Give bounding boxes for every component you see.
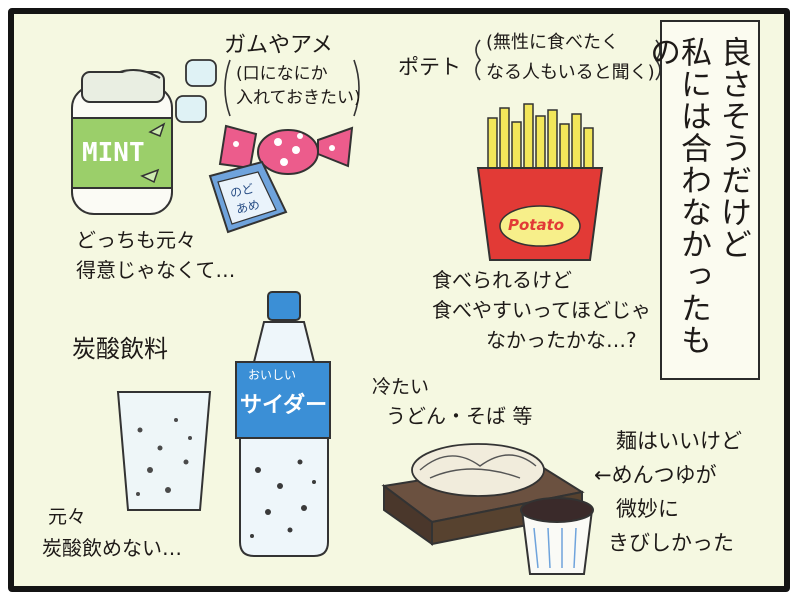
throat-candy-illustration <box>208 160 288 234</box>
noodles-heading-line-2: うどん・そば 等 <box>386 404 533 428</box>
bottle-label-line-2: サイダー <box>240 393 328 418</box>
potato-heading: ポテト <box>398 55 461 79</box>
gum-note-line-2: 入れておきたい) <box>236 88 361 108</box>
noodles-caption-line-2: ←めんつゆが <box>594 463 717 487</box>
soda-bottle-illustration <box>235 291 331 557</box>
soda-glass-illustration <box>116 391 212 511</box>
soda-caption-line-2: 炭酸飲めない… <box>42 536 182 560</box>
gum-pieces-illustration <box>175 59 217 123</box>
potato-note-line-1: (無性に食べたく <box>486 32 620 53</box>
soda-heading: 炭酸飲料 <box>72 335 168 363</box>
fries-illustration <box>476 103 604 261</box>
noodles-caption-line-4: きびしかった <box>608 531 734 555</box>
title-line-2: 私には合わなかったもの <box>644 36 711 356</box>
potato-note-bracket <box>475 39 661 81</box>
gum-note-bracket <box>224 59 360 117</box>
gum-caption-line-2: 得意じゃなくて… <box>76 258 236 282</box>
gum-caption-line-1: どっちも元々 <box>76 228 196 252</box>
bottle-label-line-1: おいしい <box>248 368 297 382</box>
soda-caption-line-1: 元々 <box>48 506 87 528</box>
noodles-caption-line-1: 麺はいいけど <box>616 429 742 453</box>
potato-caption-line-2: 食べやすいってほどじゃ <box>432 298 651 322</box>
potato-caption-line-1: 食べられるけど <box>432 268 572 292</box>
potato-caption-line-3: なかったかな…? <box>486 328 637 352</box>
mint-label: MINT <box>82 138 145 168</box>
potato-box-label: Potato <box>508 216 565 234</box>
title-line-1: 良さそうだけど <box>715 36 751 260</box>
noodles-heading-line-1: 冷たい <box>372 376 430 398</box>
title-box: 良さそうだけど 私には合わなかったもの <box>644 20 760 380</box>
gum-note-line-1: (口になにか <box>236 64 328 84</box>
gum-heading: ガムやアメ <box>224 33 333 58</box>
noodles-caption-line-3: 微妙に <box>616 497 679 521</box>
pink-candy-illustration <box>218 124 354 175</box>
dipping-cup-illustration <box>520 497 594 575</box>
potato-note-line-2: なる人もいると聞く) <box>486 62 655 83</box>
mint-jar-illustration <box>71 69 173 215</box>
